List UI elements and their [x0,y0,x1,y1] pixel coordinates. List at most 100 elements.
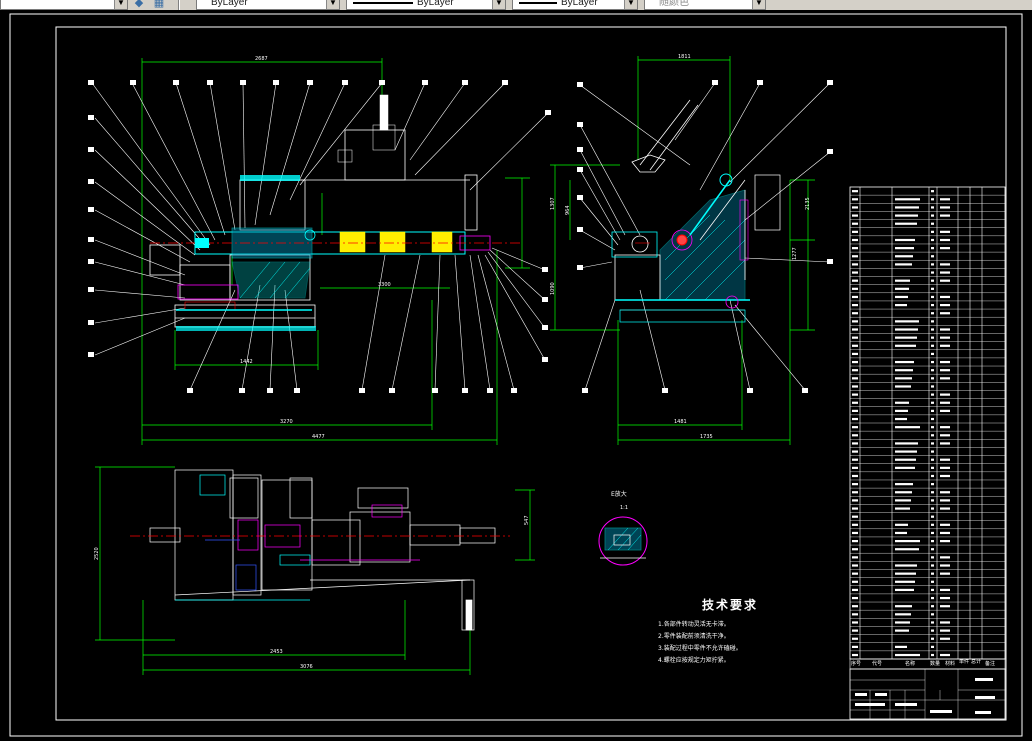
table-cell-mark [931,401,934,404]
layer-dropdown[interactable]: ByLayer ▼ [196,0,340,10]
table-cell-mark [852,531,858,535]
table-cell-mark [852,328,858,331]
table-cell-mark [852,238,858,242]
table-cell-mark [852,271,858,274]
table-cell-mark [852,596,858,600]
table-cell-mark [931,230,934,233]
table-cell-mark [852,385,858,388]
table-cell-mark [852,304,858,307]
table-cell-mark [895,588,914,592]
dim-plan-outer: 3076 [300,664,313,670]
table-cell-mark [895,653,920,657]
title-block [849,668,1006,720]
table-cell-mark [852,450,858,453]
table-cell-mark [940,206,950,209]
table-cell-mark [895,295,908,299]
toolbar-layer-state[interactable]: ▼ [0,0,128,10]
table-cell-mark [931,214,934,217]
table-cell-mark [895,548,919,551]
table-cell-mark [895,360,914,364]
table-cell-mark [852,417,858,421]
table-cell-mark [931,320,934,323]
table-cell-mark [895,263,912,266]
table-cell-mark [895,198,920,201]
header-seq: 序号 [851,660,861,667]
table-cell-mark [931,483,934,486]
table-cell-mark [852,255,858,258]
layers-stack-icon[interactable]: ▦ [153,0,165,9]
table-cell-mark [852,190,858,193]
chevron-down-icon[interactable]: ▼ [752,0,765,9]
outer-frame [9,13,1023,737]
table-cell-mark [852,279,858,282]
table-cell-mark [852,499,858,502]
table-cell-mark [852,426,858,429]
table-cell-mark [852,588,858,592]
dim-side-inner: 1481 [674,419,687,425]
table-cell-mark [931,287,934,290]
table-cell-mark [895,222,917,225]
table-cell-mark [852,556,858,559]
table-cell-mark [940,564,950,567]
table-cell-mark [931,442,934,445]
table-cell-mark [940,328,950,331]
table-cell-mark [940,360,950,364]
dim-side-left-1: 1307 [550,197,556,210]
table-cell-mark [895,523,908,526]
dim-front-inner: 3270 [280,419,293,425]
cad-drawing-canvas[interactable]: 2687 3270 4477 1442 3300 [0,10,1032,741]
color-dropdown[interactable]: 随颜色 ▼ [644,0,766,10]
table-cell-mark [931,409,934,412]
table-cell-mark [940,499,950,502]
table-cell-mark [931,621,934,624]
table-cell-mark [895,483,913,486]
table-cell-mark [852,401,858,404]
chevron-down-icon[interactable]: ▼ [624,0,637,9]
table-cell-mark [852,523,858,526]
layer-dropdown-value: ByLayer [211,0,248,8]
lineweight-dropdown[interactable]: ByLayer ▼ [512,0,638,10]
table-cell-mark [895,238,915,242]
chevron-down-icon[interactable]: ▼ [326,0,339,9]
table-cell-mark [852,548,858,551]
table-cell-mark [931,629,934,632]
tech-item-3: 3.装配过程中零件不允许磕碰。 [658,644,742,652]
table-cell-mark [940,653,950,657]
dim-side-right-1: 2135 [805,197,811,210]
table-cell-mark [931,588,934,592]
table-cell-mark [852,458,858,461]
table-cell-mark [940,442,950,445]
side-view: 1811 1481 1735 2135 1277 1307 964 1090 [550,54,833,445]
table-cell-mark [852,605,858,608]
table-cell-mark [931,369,934,372]
table-cell-mark [931,596,934,600]
table-cell-mark [895,255,913,258]
layer-icon[interactable]: ◆ [134,0,144,9]
linetype-dropdown[interactable]: ByLayer ▼ [346,0,506,10]
table-cell-mark [940,393,950,396]
table-cell-mark [940,369,950,372]
table-cell-mark [931,271,934,274]
table-cell-mark [895,401,909,404]
table-cell-mark [895,377,912,380]
table-cell-mark [852,540,858,543]
chevron-down-icon[interactable]: ▼ [114,0,127,9]
table-cell-mark [940,572,950,575]
table-cell-mark [931,360,934,364]
table-cell-mark [931,613,934,616]
linetype-dropdown-value: ByLayer [417,0,454,8]
dim-side-left-3: 1090 [550,282,556,295]
table-cell-mark [931,474,934,478]
table-cell-mark [852,621,858,624]
chevron-down-icon[interactable]: ▼ [492,0,505,9]
table-cell-mark [931,507,934,510]
table-cell-mark [852,247,858,250]
table-cell-mark [852,344,858,347]
table-cell-mark [852,629,858,632]
dim-side-left-2: 964 [565,205,571,215]
side-machine [611,99,781,323]
table-cell-mark [852,580,858,583]
header-material: 材料 [945,660,955,667]
table-cell-mark [895,580,915,583]
table-cell-mark [931,336,934,339]
